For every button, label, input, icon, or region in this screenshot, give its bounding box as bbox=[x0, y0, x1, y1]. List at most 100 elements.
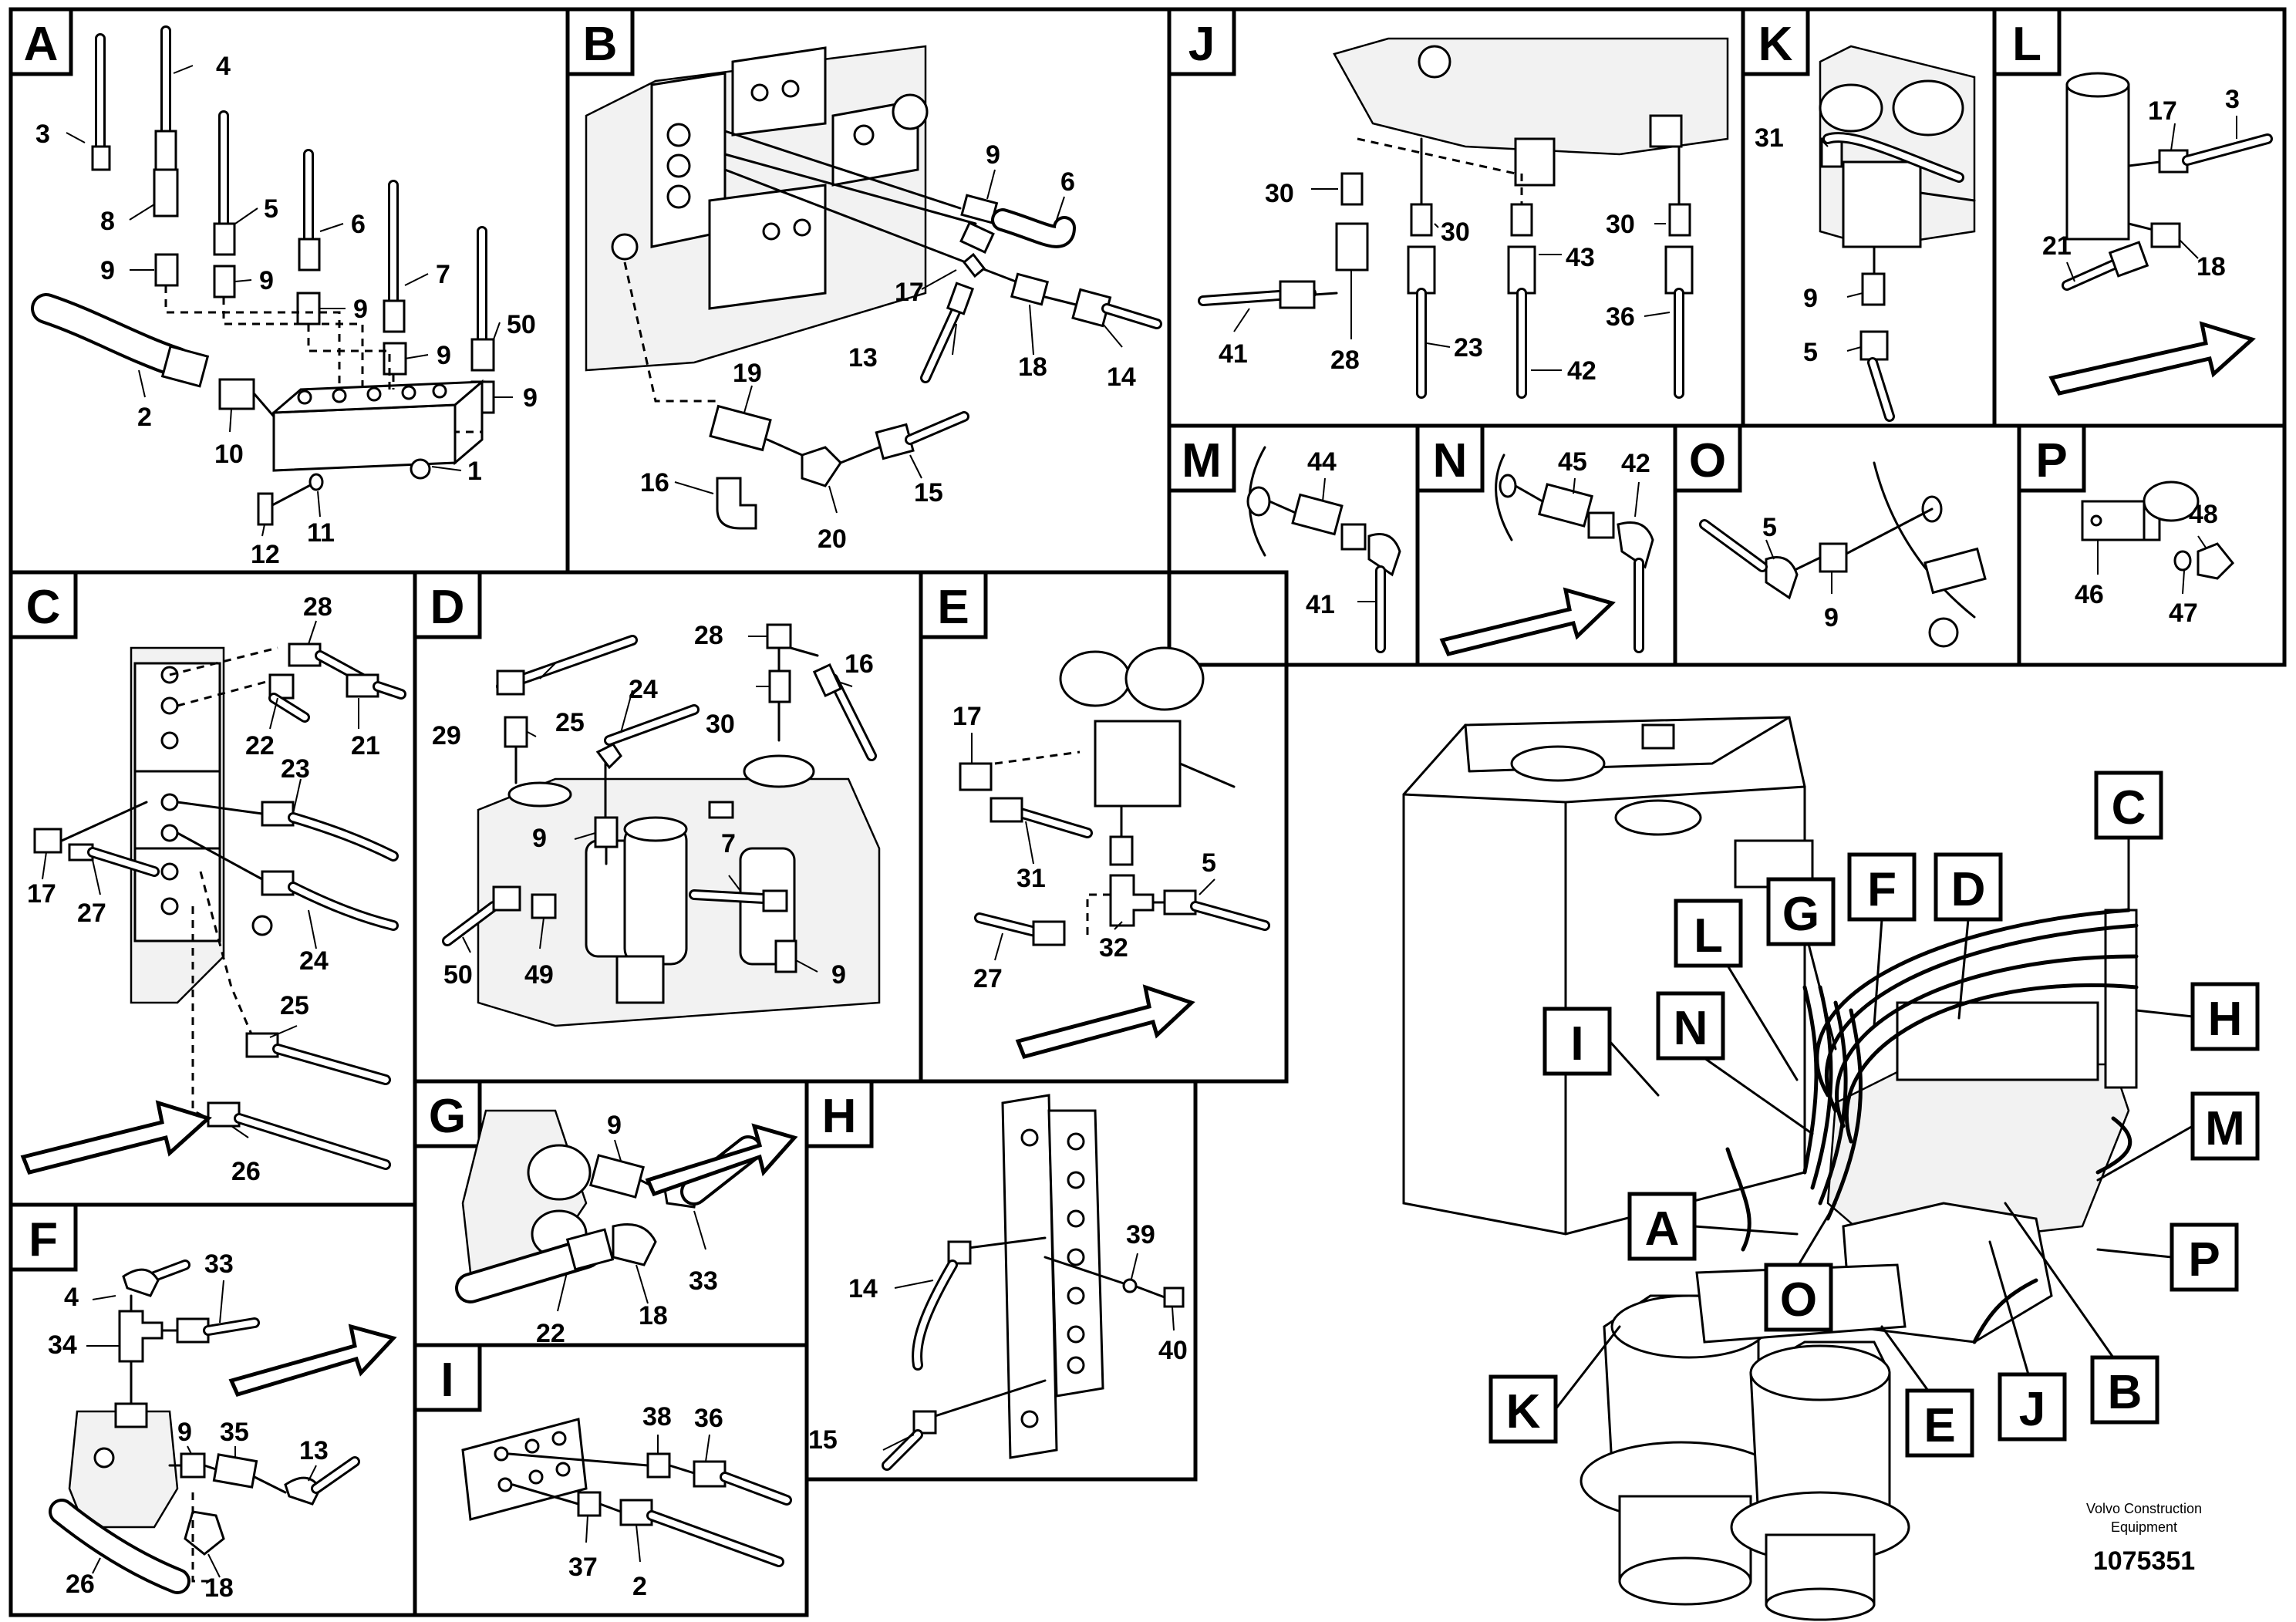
callout-b-18: 18 bbox=[1018, 352, 1047, 382]
overview-label-k: K bbox=[1506, 1385, 1541, 1438]
callout-d-49: 49 bbox=[524, 960, 554, 990]
panel-a: A bbox=[8, 7, 538, 569]
drawing-number: 1075351 bbox=[2093, 1546, 2195, 1576]
panel-letter-j: J bbox=[1188, 18, 1215, 71]
callout-b-19: 19 bbox=[733, 359, 762, 388]
callout-b-9: 9 bbox=[986, 140, 1000, 170]
callout-f-4: 4 bbox=[64, 1283, 79, 1312]
overview-label-n: N bbox=[1674, 1002, 1708, 1055]
callout-d-29: 29 bbox=[432, 721, 461, 750]
callout-c-17: 17 bbox=[27, 879, 56, 909]
overview-label-e: E bbox=[1923, 1399, 1955, 1452]
panel-letter-b: B bbox=[583, 18, 618, 71]
panel-letter-h: H bbox=[822, 1090, 857, 1143]
overview-label-o: O bbox=[1780, 1273, 1817, 1327]
callout-e-5: 5 bbox=[1202, 848, 1216, 878]
callout-a-10: 10 bbox=[214, 440, 244, 469]
callout-h-39: 39 bbox=[1126, 1220, 1155, 1249]
overview-label-i: I bbox=[1570, 1017, 1583, 1071]
callout-h-15: 15 bbox=[808, 1425, 838, 1455]
callout-j-30a: 30 bbox=[1265, 179, 1294, 208]
callout-f-33: 33 bbox=[204, 1249, 234, 1279]
callout-d-30: 30 bbox=[706, 710, 735, 739]
callout-c-22: 22 bbox=[245, 731, 275, 760]
callout-m-41: 41 bbox=[1306, 590, 1335, 619]
callout-n-42: 42 bbox=[1621, 449, 1650, 478]
callout-j-41: 41 bbox=[1219, 339, 1248, 369]
callout-a-8: 8 bbox=[100, 207, 115, 236]
callout-g-18: 18 bbox=[639, 1301, 668, 1330]
callout-f-26: 26 bbox=[66, 1570, 95, 1599]
panel-letter-i: I bbox=[440, 1354, 453, 1407]
callout-c-24: 24 bbox=[299, 946, 329, 976]
panel-letter-a: A bbox=[24, 18, 59, 71]
callout-b-16: 16 bbox=[640, 468, 669, 497]
callout-l-18: 18 bbox=[2197, 252, 2226, 282]
overview-illustration: C F D L G H N I M A P O K E J B bbox=[1402, 716, 2260, 1621]
callout-o-5: 5 bbox=[1762, 513, 1777, 542]
callout-a-7: 7 bbox=[436, 260, 450, 289]
callout-g-33: 33 bbox=[689, 1266, 718, 1296]
panel-b: B bbox=[565, 7, 1162, 554]
callout-a-9: 9 bbox=[100, 256, 115, 285]
callout-e-27: 27 bbox=[973, 964, 1003, 993]
callout-b-17: 17 bbox=[895, 278, 924, 307]
callout-f-9: 9 bbox=[177, 1418, 192, 1447]
panel-letter-m: M bbox=[1182, 434, 1222, 487]
callout-d-16: 16 bbox=[845, 649, 874, 679]
panel-letter-c: C bbox=[26, 581, 61, 634]
callout-c-27: 27 bbox=[77, 899, 106, 928]
callout-g-9: 9 bbox=[607, 1111, 622, 1140]
overview-label-h: H bbox=[2208, 993, 2243, 1046]
callout-n-45: 45 bbox=[1558, 447, 1587, 477]
callout-c-26: 26 bbox=[231, 1157, 261, 1186]
panel-letter-n: N bbox=[1433, 434, 1468, 487]
callout-p-47: 47 bbox=[2169, 599, 2198, 628]
credit-line-2: Equipment bbox=[2111, 1519, 2177, 1535]
overview-label-j: J bbox=[2019, 1383, 2045, 1436]
panel-p: P 48 46 47 bbox=[2017, 423, 2235, 628]
panel-g: G 9 22 18 33 bbox=[413, 1079, 798, 1348]
callout-j-43: 43 bbox=[1566, 243, 1595, 272]
panel-letter-o: O bbox=[1689, 434, 1726, 487]
callout-a-9d: 9 bbox=[437, 341, 451, 370]
panel-c: C 28 22 bbox=[8, 570, 406, 1186]
panel-n: N 45 42 bbox=[1415, 423, 1654, 656]
callout-k-31: 31 bbox=[1755, 123, 1784, 153]
panel-letter-g: G bbox=[429, 1090, 466, 1143]
callout-f-35: 35 bbox=[220, 1418, 249, 1447]
overview-label-m: M bbox=[2205, 1102, 2245, 1155]
callout-a-1: 1 bbox=[467, 457, 482, 486]
callout-a-50: 50 bbox=[507, 310, 536, 339]
callout-i-36: 36 bbox=[694, 1404, 723, 1433]
callout-l-17: 17 bbox=[2148, 96, 2177, 126]
callout-d-50: 50 bbox=[443, 960, 473, 990]
callout-b-15: 15 bbox=[914, 478, 943, 508]
panel-d: D 28 16 bbox=[413, 570, 881, 1027]
panel-letter-e: E bbox=[937, 581, 969, 634]
panel-k: K 31 9 5 bbox=[1741, 7, 1976, 422]
panel-o: O 5 9 bbox=[1673, 423, 1987, 648]
overview-label-b: B bbox=[2108, 1366, 2143, 1419]
callout-j-42: 42 bbox=[1567, 356, 1596, 386]
overview-label-c: C bbox=[2112, 781, 2146, 835]
callout-d-25: 25 bbox=[555, 708, 585, 737]
panel-letter-f: F bbox=[29, 1213, 58, 1266]
panel-m: M 44 41 bbox=[1167, 423, 1401, 653]
callout-o-9: 9 bbox=[1824, 603, 1839, 632]
callout-f-18: 18 bbox=[204, 1573, 234, 1603]
panel-letter-d: D bbox=[430, 581, 465, 634]
panel-letter-l: L bbox=[2012, 18, 2041, 71]
callout-k-5: 5 bbox=[1803, 338, 1818, 367]
callout-h-40: 40 bbox=[1158, 1336, 1188, 1365]
overview-label-p: P bbox=[2188, 1233, 2220, 1286]
callout-p-48: 48 bbox=[2189, 500, 2218, 529]
overview-label-d: D bbox=[1951, 863, 1986, 916]
callout-p-46: 46 bbox=[2075, 580, 2104, 609]
callout-l-21: 21 bbox=[2042, 231, 2072, 261]
callout-b-13: 13 bbox=[848, 343, 878, 373]
callout-a-2: 2 bbox=[137, 403, 152, 432]
callout-e-32: 32 bbox=[1099, 933, 1128, 963]
callout-i-37: 37 bbox=[568, 1553, 598, 1582]
